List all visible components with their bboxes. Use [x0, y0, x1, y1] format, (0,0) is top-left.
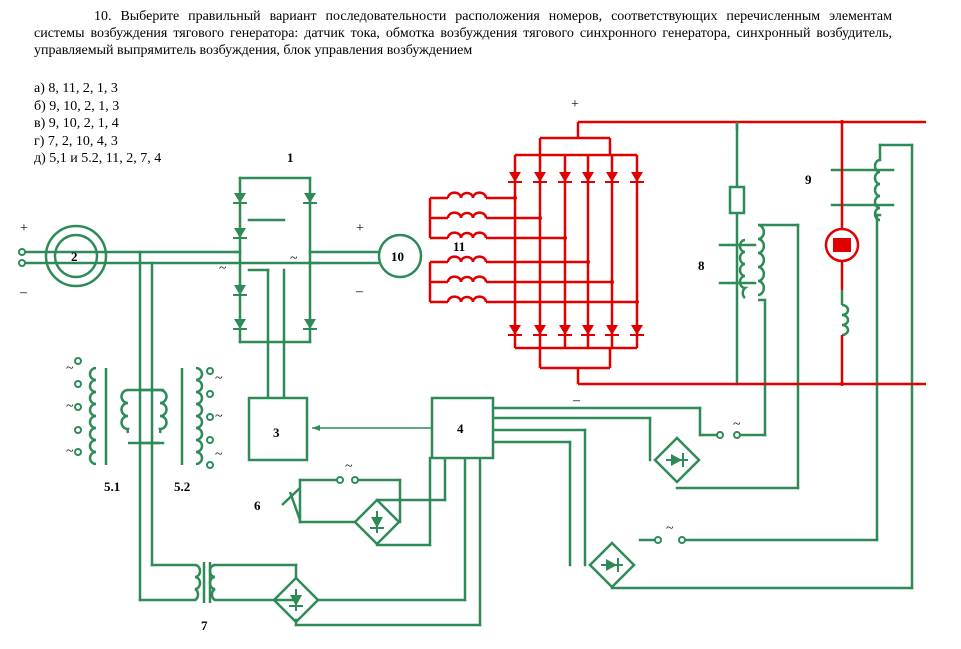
potentiometer-6: [281, 487, 302, 521]
ac-pot: ~: [345, 459, 353, 474]
label-10: 10: [391, 249, 404, 264]
ac-sensor: ~: [733, 417, 741, 432]
bridge-exciter: [588, 541, 636, 589]
transformer-7: [194, 562, 216, 603]
ac-t52-2: ~: [215, 409, 223, 424]
power-rectifier-diodes: [507, 171, 645, 336]
option-e[interactable]: д) 5,1 и 5.2, 11, 2, 7, 4: [34, 151, 162, 167]
power-circuit: [428, 120, 926, 386]
ac-t51-3: ~: [66, 444, 74, 459]
plus-exciter: +: [20, 221, 28, 236]
bridge-6: [353, 498, 401, 546]
minus-power: –: [572, 393, 581, 408]
synchronous-exciter-2: [44, 224, 108, 288]
option-d[interactable]: г) 7, 2, 10, 4, 3: [34, 133, 118, 149]
plus-power: +: [571, 97, 579, 112]
label-6: 6: [254, 498, 261, 513]
minus-exciter: –: [19, 285, 28, 300]
label-9: 9: [805, 172, 812, 187]
ac-t51-2: ~: [66, 399, 74, 414]
question-text: 10. Выберите правильный вариант последов…: [34, 9, 892, 58]
label-2: 2: [71, 249, 78, 264]
label-4: 4: [457, 421, 464, 436]
exciter-motor-9: [824, 227, 860, 263]
label-11: 11: [453, 239, 465, 254]
control-circuit: [24, 121, 914, 627]
label-8: 8: [698, 258, 705, 273]
transformers-5-1-5-2: [88, 366, 204, 466]
option-a[interactable]: а) 8, 11, 2, 1, 3: [34, 81, 118, 96]
option-b[interactable]: б) 9, 10, 2, 1, 3: [34, 98, 120, 114]
label-7: 7: [201, 618, 208, 633]
ac-t52-3: ~: [215, 447, 223, 462]
bridge-sensor: [653, 436, 701, 484]
ac-left: ~: [219, 261, 227, 276]
label-5-2: 5.2: [174, 479, 190, 494]
ac-exciter: ~: [666, 521, 674, 536]
ac-right: ~: [290, 251, 298, 266]
minus-rectifier: –: [355, 284, 364, 299]
label-1: 1: [287, 150, 294, 165]
label-3: 3: [273, 425, 280, 440]
rectifier-1-thyristors: [232, 192, 318, 330]
answer-options: а) 8, 11, 2, 1, 3 б) 9, 10, 2, 1, 3 в) 9…: [34, 80, 161, 168]
ac-t51-1: ~: [66, 361, 74, 376]
block-4: [430, 396, 495, 460]
label-5-1: 5.1: [104, 479, 120, 494]
plus-rectifier: +: [356, 221, 364, 236]
option-c[interactable]: в) 9, 10, 2, 1, 4: [34, 116, 119, 132]
generator-field-winding-10: [377, 233, 423, 279]
ac-t52-1: ~: [215, 371, 223, 386]
block-3: [247, 396, 309, 462]
